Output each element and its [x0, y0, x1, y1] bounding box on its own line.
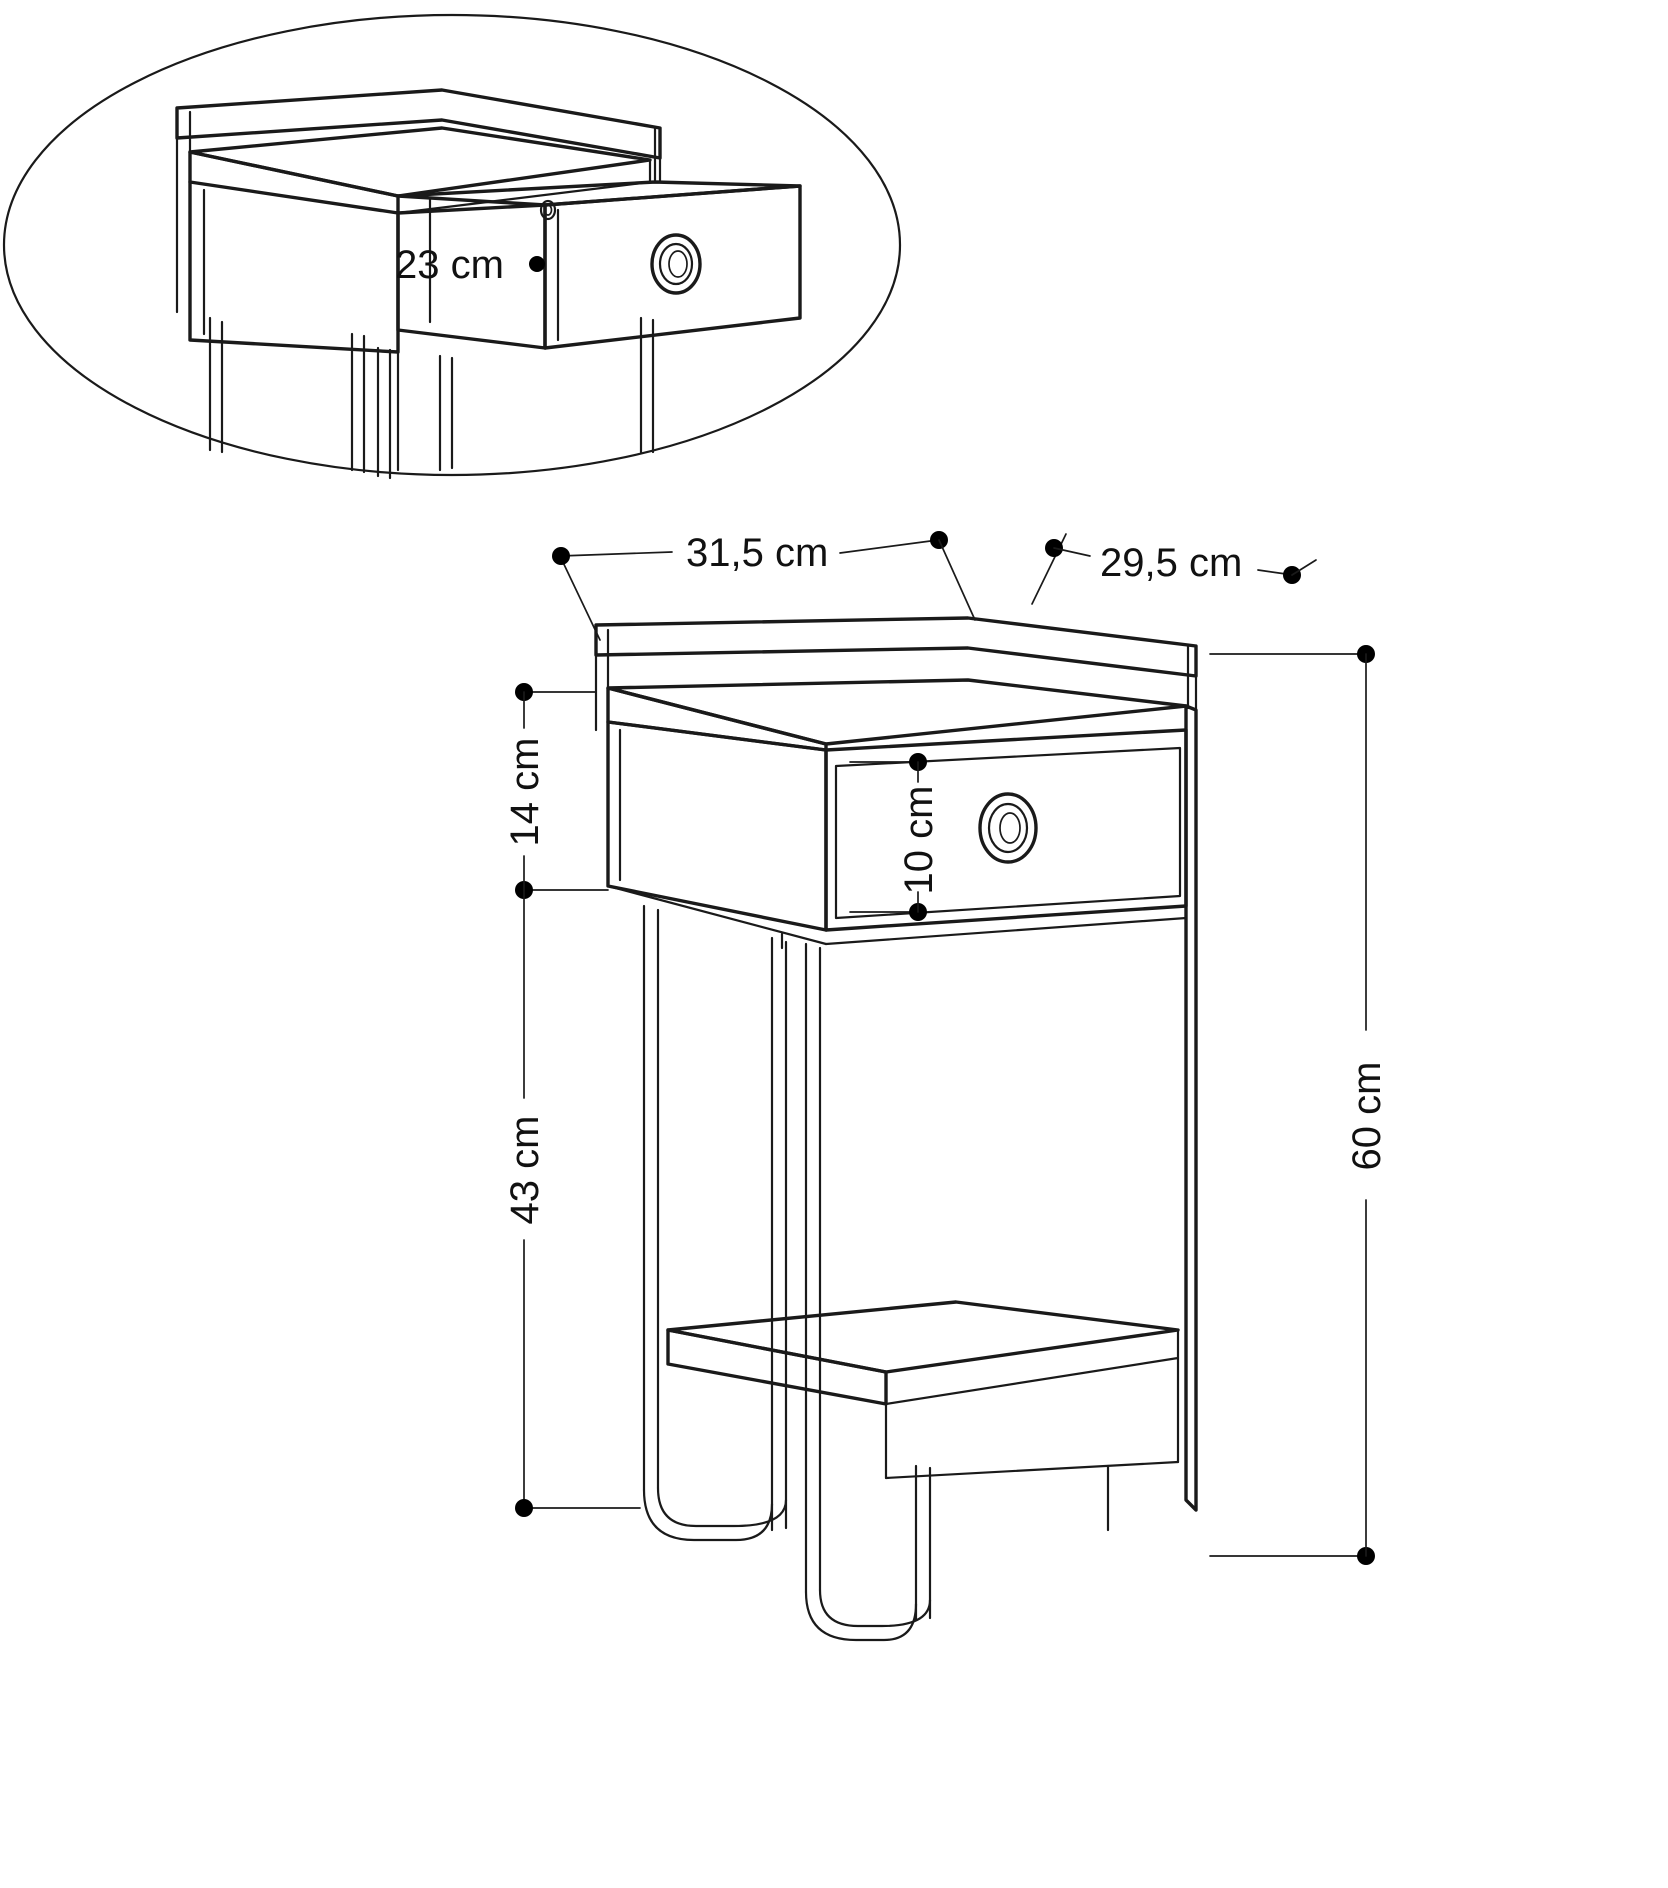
cabinet-back-panel	[1106, 704, 1198, 1532]
dimension-label-14cm: 14 cm	[503, 738, 547, 847]
lower-shelf	[666, 1300, 1180, 1480]
dimension-label-43cm: 43 cm	[503, 1116, 547, 1225]
dimension-drawer-depth: 23 cm	[395, 243, 546, 287]
dimension-width-31-5: 31,5 cm	[552, 531, 976, 641]
dimension-depth-29-5: 29,5 cm	[1031, 533, 1317, 605]
dimension-leg-height-43: 43 cm	[503, 889, 641, 1517]
dimension-label-60cm: 60 cm	[1345, 1062, 1389, 1171]
callout-top-panel	[188, 126, 652, 215]
dimension-endpoint-dot	[529, 256, 545, 272]
drawer-knob-icon	[978, 792, 1038, 864]
dimension-label-29-5cm: 29,5 cm	[1100, 541, 1242, 585]
dimension-drawer-front-10: 10 cm	[849, 753, 941, 921]
detail-callout-group: 23 cm	[2, 13, 902, 480]
main-view-group: 31,5 cm 29,5 cm	[503, 531, 1389, 1642]
callout-open-drawer	[396, 180, 802, 350]
callout-legs	[208, 316, 655, 480]
dimension-total-height-60: 60 cm	[1209, 645, 1389, 1565]
cabinet-top-surface	[606, 678, 1188, 752]
metal-legs	[642, 904, 932, 1642]
callout-drawer-knob-icon	[650, 233, 702, 295]
dimension-upper-height-14: 14 cm	[503, 683, 609, 899]
dimension-label-10cm: 10 cm	[897, 786, 941, 895]
dimension-label-31-5cm: 31,5 cm	[686, 531, 828, 575]
callout-ellipse	[2, 13, 902, 477]
dimension-label-23cm: 23 cm	[395, 243, 504, 287]
